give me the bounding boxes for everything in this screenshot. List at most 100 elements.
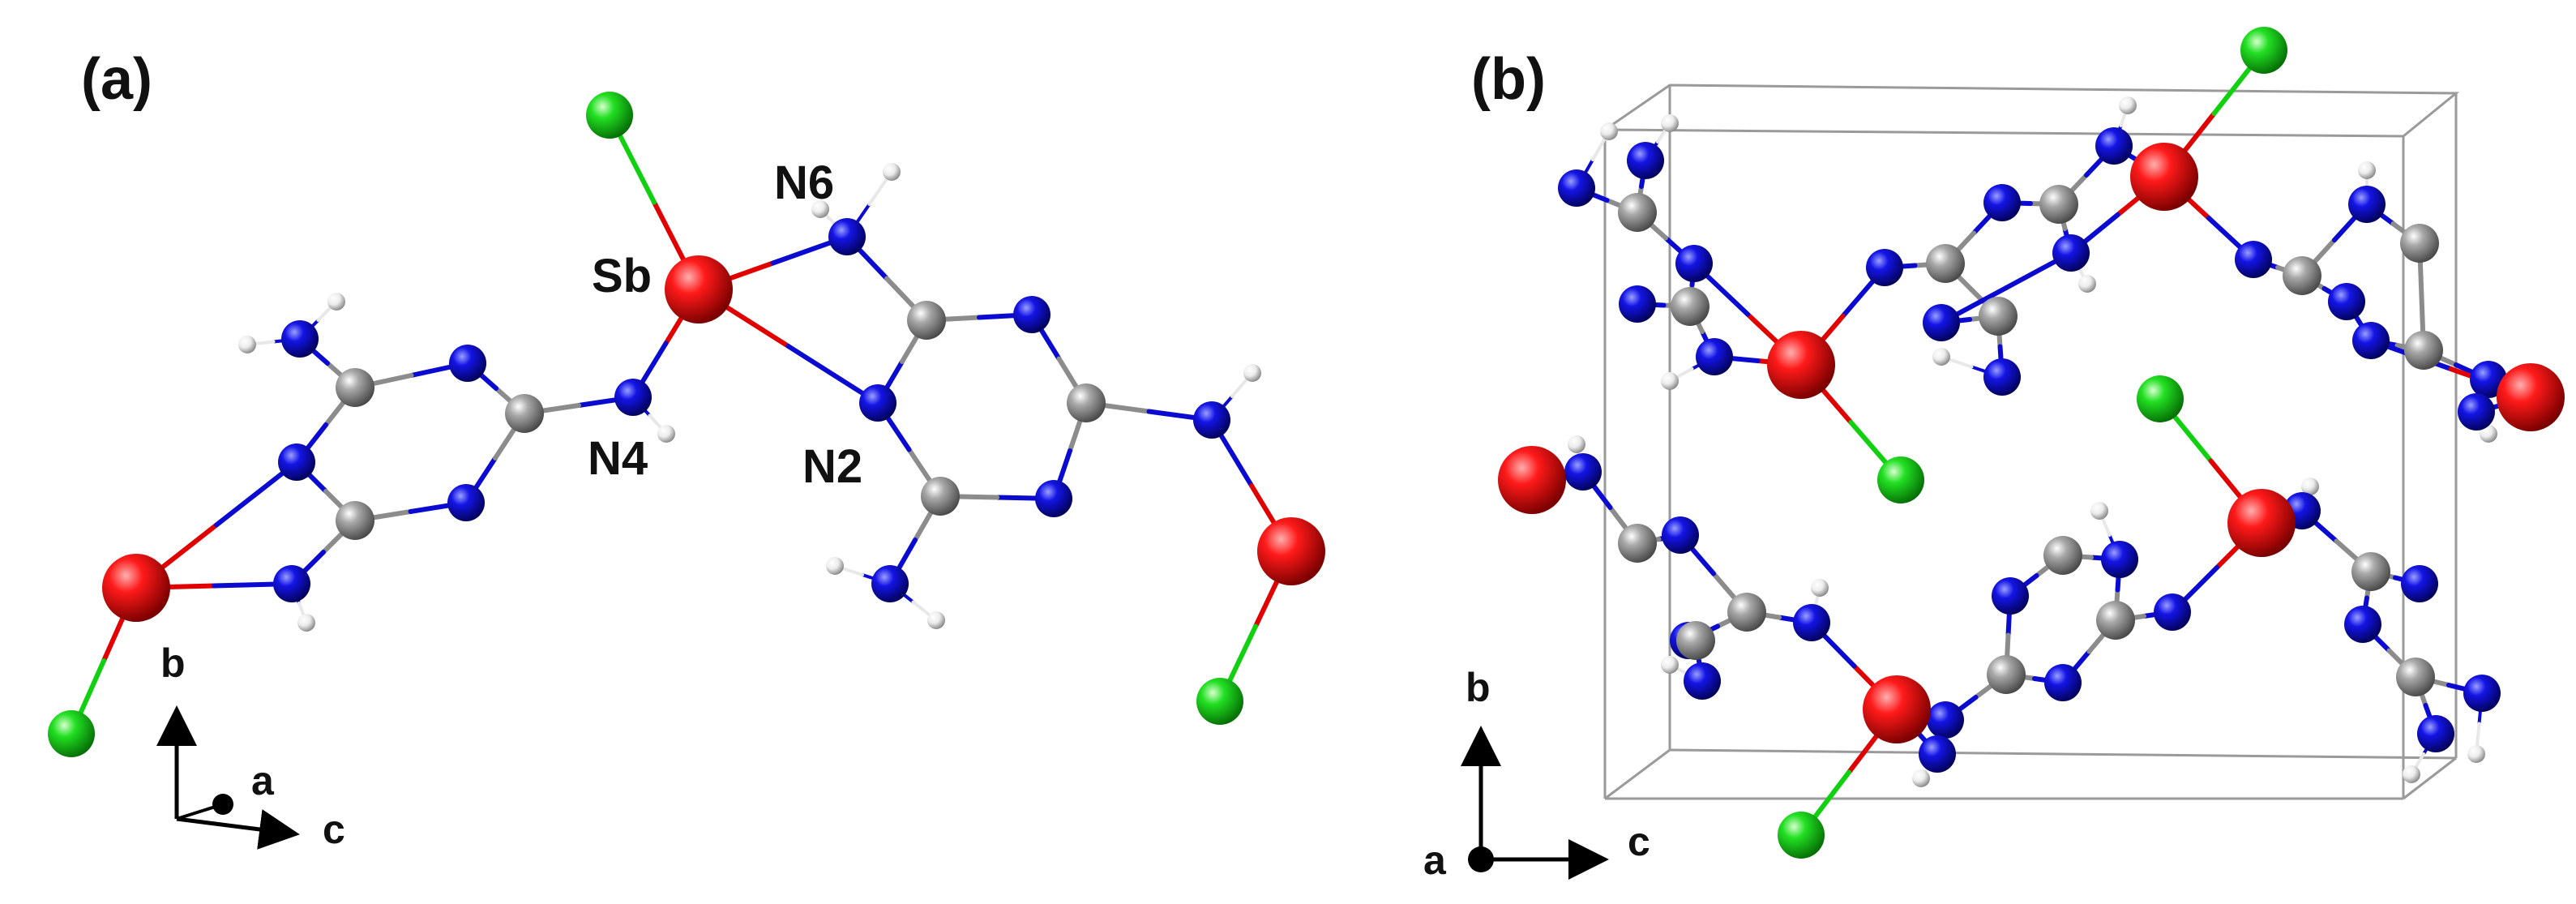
antimony-atom bbox=[1257, 517, 1325, 585]
nitrogen-atom bbox=[2154, 593, 2191, 631]
chlorine-atom bbox=[2137, 375, 2184, 422]
nitrogen-atom bbox=[1662, 516, 1699, 554]
panel-a-label: (a) bbox=[81, 47, 152, 112]
nitrogen-atom bbox=[1558, 169, 1595, 207]
carbon-atom bbox=[1671, 287, 1709, 326]
hydrogen-atom bbox=[1661, 656, 1679, 674]
hydrogen-atom bbox=[883, 163, 901, 181]
nitrogen-atom bbox=[1013, 296, 1051, 333]
hydrogen-atom bbox=[826, 557, 844, 575]
antimony-atom bbox=[2497, 363, 2565, 431]
hydrogen-atom bbox=[238, 336, 256, 353]
panel-b-axes: b a c bbox=[1423, 665, 1650, 883]
hydrogen-atom bbox=[1661, 372, 1679, 390]
panel-a-axes: b a c bbox=[156, 641, 345, 852]
hydrogen-atom bbox=[657, 425, 675, 443]
nitrogen-atom bbox=[1923, 304, 1960, 341]
nitrogen-atom bbox=[871, 565, 909, 602]
hydrogen-atom bbox=[927, 611, 945, 629]
axis-label-b: b bbox=[160, 641, 186, 686]
antimony-atom bbox=[1767, 331, 1835, 399]
nitrogen-atom bbox=[2235, 241, 2272, 278]
nitrogen-atom bbox=[273, 565, 310, 602]
nitrogen-atom bbox=[2101, 541, 2138, 578]
hydrogen-atom bbox=[1811, 579, 1829, 597]
chlorine-atom bbox=[1196, 678, 1243, 725]
nitrogen-atom bbox=[2417, 715, 2454, 752]
carbon-atom bbox=[2396, 658, 2435, 696]
carbon-atom bbox=[921, 477, 960, 516]
carbon-atom bbox=[1618, 193, 1657, 232]
hydrogen-atom bbox=[1661, 114, 1679, 132]
nitrogen-atom bbox=[449, 345, 486, 382]
label-n4: N4 bbox=[588, 432, 648, 485]
chlorine-atom bbox=[48, 710, 95, 757]
hydrogen-atom bbox=[1912, 769, 1930, 787]
hydrogen-atom bbox=[2078, 275, 2096, 293]
hydrogen-atom bbox=[2358, 161, 2376, 179]
hydrogen-atom bbox=[327, 293, 345, 311]
antimony-atom bbox=[1863, 675, 1931, 743]
hydrogen-atom bbox=[1243, 364, 1261, 382]
nitrogen-atom bbox=[1564, 453, 1602, 491]
nitrogen-atom bbox=[1035, 480, 1072, 517]
carbon-atom bbox=[2351, 552, 2390, 591]
nitrogen-atom bbox=[2352, 322, 2390, 359]
carbon-atom bbox=[1926, 244, 1965, 283]
cell-top-face bbox=[1601, 84, 2460, 138]
panel-b-label: (b) bbox=[1471, 47, 1546, 112]
nitrogen-atom bbox=[1627, 142, 1664, 179]
hydrogen-atom bbox=[2467, 745, 2485, 763]
nitrogen-atom bbox=[2044, 664, 2082, 701]
hydrogen-atom bbox=[2480, 425, 2497, 443]
chlorine-atom bbox=[586, 92, 633, 139]
panel-b: (b) b a c bbox=[1423, 27, 2565, 883]
nitrogen-atom bbox=[1927, 701, 1964, 739]
axis-label-c: c bbox=[323, 807, 345, 852]
carbon-atom bbox=[2400, 224, 2439, 263]
nitrogen-atom bbox=[281, 320, 319, 358]
nitrogen-atom bbox=[2344, 606, 2381, 643]
nitrogen-atom bbox=[1983, 184, 2021, 221]
carbon-atom bbox=[336, 368, 374, 407]
axis-label-c-2: c bbox=[1628, 819, 1650, 864]
nitrogen-atom bbox=[1919, 735, 1956, 773]
carbon-atom bbox=[505, 394, 544, 433]
nitrogen-atom bbox=[2328, 283, 2365, 320]
carbon-atom bbox=[1979, 297, 2018, 336]
carbon-atom bbox=[336, 501, 374, 540]
nitrogen-atom bbox=[1684, 662, 1721, 700]
nitrogen-atom bbox=[828, 218, 866, 255]
carbon-atom bbox=[1987, 655, 2026, 694]
hydrogen-atom bbox=[811, 200, 829, 218]
chlorine-atom bbox=[2240, 27, 2287, 74]
carbon-atom bbox=[1618, 524, 1657, 563]
label-sb: Sb bbox=[592, 250, 652, 302]
antimony-atom bbox=[2227, 489, 2296, 557]
label-n6: N6 bbox=[774, 156, 834, 209]
nitrogen-atom bbox=[2348, 186, 2386, 223]
axis-label-a: a bbox=[251, 758, 275, 803]
panel-b-bonds bbox=[1530, 48, 2533, 838]
axis-a-line bbox=[176, 803, 224, 820]
chlorine-atom bbox=[1778, 812, 1825, 859]
hydrogen-atom bbox=[2301, 478, 2319, 495]
panel-b-atoms bbox=[1498, 27, 2565, 859]
nitrogen-atom bbox=[1696, 338, 1733, 375]
nitrogen-atom bbox=[1619, 285, 1656, 323]
panel-a-atoms bbox=[48, 92, 1325, 757]
carbon-atom bbox=[2043, 536, 2082, 575]
nitrogen-atom bbox=[1992, 577, 2029, 615]
unit-cell bbox=[1601, 84, 2460, 800]
nitrogen-atom bbox=[1193, 401, 1230, 439]
carbon-atom bbox=[907, 301, 946, 340]
hydrogen-atom bbox=[2090, 502, 2108, 520]
nitrogen-atom bbox=[2401, 565, 2438, 602]
hydrogen-atom bbox=[1568, 435, 1585, 453]
carbon-atom bbox=[1676, 621, 1715, 660]
nitrogen-atom bbox=[614, 379, 652, 416]
hydrogen-atom bbox=[2403, 765, 2420, 783]
nitrogen-atom bbox=[859, 384, 896, 422]
